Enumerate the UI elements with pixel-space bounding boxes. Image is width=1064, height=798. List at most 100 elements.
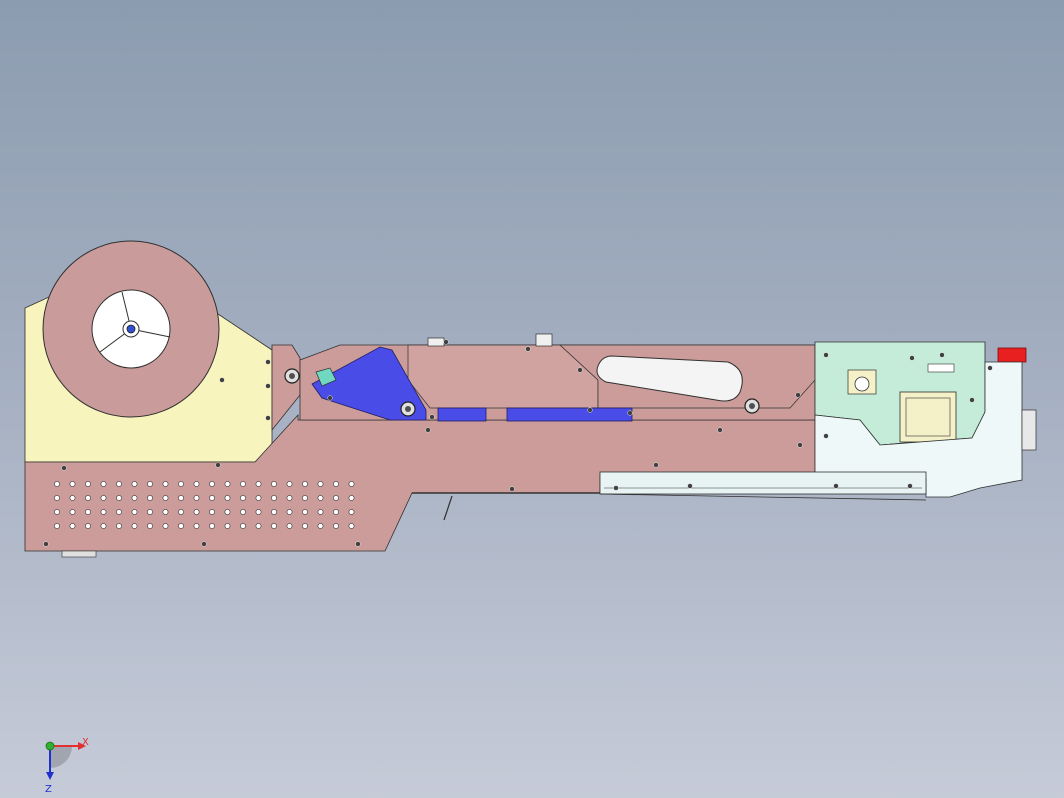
perforation-hole [333,481,339,487]
perforation-hole [271,481,277,487]
perforation-hole [240,523,246,529]
perforation-hole [255,495,262,501]
perforation-hole [178,495,184,501]
red-release-tab[interactable] [997,347,1027,363]
blue-guide-block-left [437,407,487,422]
perforation-hole [209,481,215,487]
perforation-hole [85,495,91,501]
screw [355,541,361,547]
perforation-hole [302,523,308,529]
perforation-hole [162,481,169,487]
perforation-hole [209,495,215,501]
bottom-foot [61,550,97,558]
screw [797,442,803,448]
perforation-hole [286,495,293,501]
perforation-hole [224,495,231,501]
screw [43,541,49,547]
perforation-hole [69,509,76,515]
screw [939,352,945,358]
perforation-hole [178,509,184,515]
screw [509,486,515,492]
perforation-hole [147,509,153,515]
screw [907,483,913,489]
perforation-hole [193,523,200,529]
perforation-hole [54,509,60,515]
perforation-hole [348,495,355,501]
perforation-hole [317,481,324,487]
perforation-hole [147,495,153,501]
side-connector [1021,409,1037,451]
perforation-hole [333,509,339,515]
screw [613,485,619,491]
perforation-hole [333,523,339,529]
perforation-hole [209,523,215,529]
screw [909,355,915,361]
perforation-hole [162,509,169,515]
screw [587,407,593,413]
screw [627,410,633,416]
slide-rail[interactable] [599,471,927,495]
screw [219,377,225,383]
perforation-hole [147,481,153,487]
screw [265,415,271,421]
perforation-hole [271,509,277,515]
perforation-hole [147,523,153,529]
screw [823,433,829,439]
lever-pivot-bolt-center [405,406,411,412]
perforation-hole [162,523,169,529]
screw [429,414,435,420]
slide-rail-edge [599,493,927,501]
cyan-latch[interactable] [315,367,337,387]
blue-guide-block-right [506,407,633,422]
perforation-hole [333,495,339,501]
perforation-hole [302,481,308,487]
screw [215,462,221,468]
perforation-hole [69,495,76,501]
perforation-hole [131,509,138,515]
perforation-hole [100,481,107,487]
perforation-hole [240,495,246,501]
perforation-hole [85,523,91,529]
perforation-hole [116,523,122,529]
screws [43,339,993,547]
triad-x-arrow [78,742,86,750]
perforation-hole [162,495,169,501]
motor-mount-inner [905,397,951,437]
perforation-hole [178,523,184,529]
screw [717,427,723,433]
perforation-hole [255,481,262,487]
screw [327,395,333,401]
triad-y-axis [45,741,55,751]
top-tab-left [427,337,445,347]
perforation-hole [240,509,246,515]
perforation-hole [317,523,324,529]
motor-mount [899,391,957,443]
perforation-hole [224,509,231,515]
blue-pivot-lever[interactable] [311,346,427,421]
perforation-hole [54,481,60,487]
perforation-hole [69,523,76,529]
screw [987,365,993,371]
perforation-hole [69,481,76,487]
perforation-hole [54,495,60,501]
screw [833,483,839,489]
triad-z-label: Z [45,784,52,795]
perforation-hole [131,481,138,487]
screw [969,397,975,403]
screw [577,367,583,373]
perforation-hole [317,495,324,501]
perforation-hole [100,495,107,501]
triad-quadrant-shade [50,746,72,768]
perforation-hole [131,495,138,501]
perforation-hole [348,523,355,529]
coordinate-triad: X Z [45,737,89,795]
perforation-hole [116,509,122,515]
reel-axle-inner [126,324,136,334]
perforation-hole [224,481,231,487]
triad-z-arrow [46,772,54,780]
perforation-hole [193,495,200,501]
perforation-hole [209,509,215,515]
perforation-hole [240,481,246,487]
top-tab-right [535,333,553,347]
